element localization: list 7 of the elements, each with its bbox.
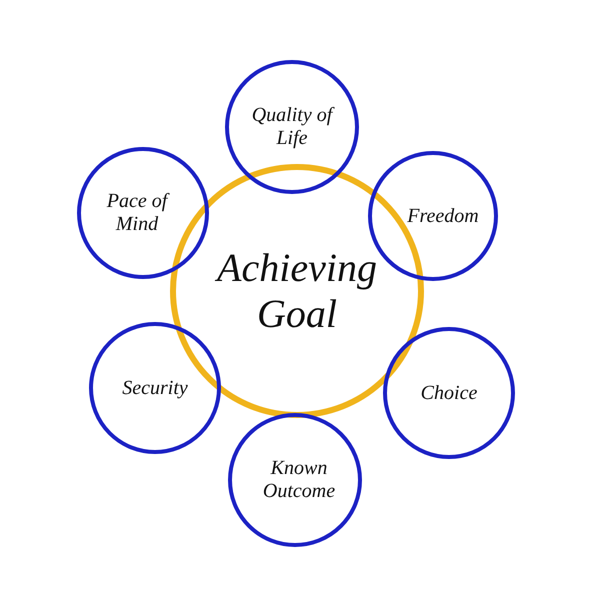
node-label: Known Outcome (262, 457, 336, 503)
node-label: Freedom (407, 204, 479, 228)
node-label: Security (122, 376, 188, 400)
node-label: Pace of Mind (106, 190, 170, 236)
goal-label: Achieving Goal (197, 245, 397, 337)
node-label: Quality of Life (250, 104, 336, 150)
node-label: Choice (420, 382, 478, 404)
